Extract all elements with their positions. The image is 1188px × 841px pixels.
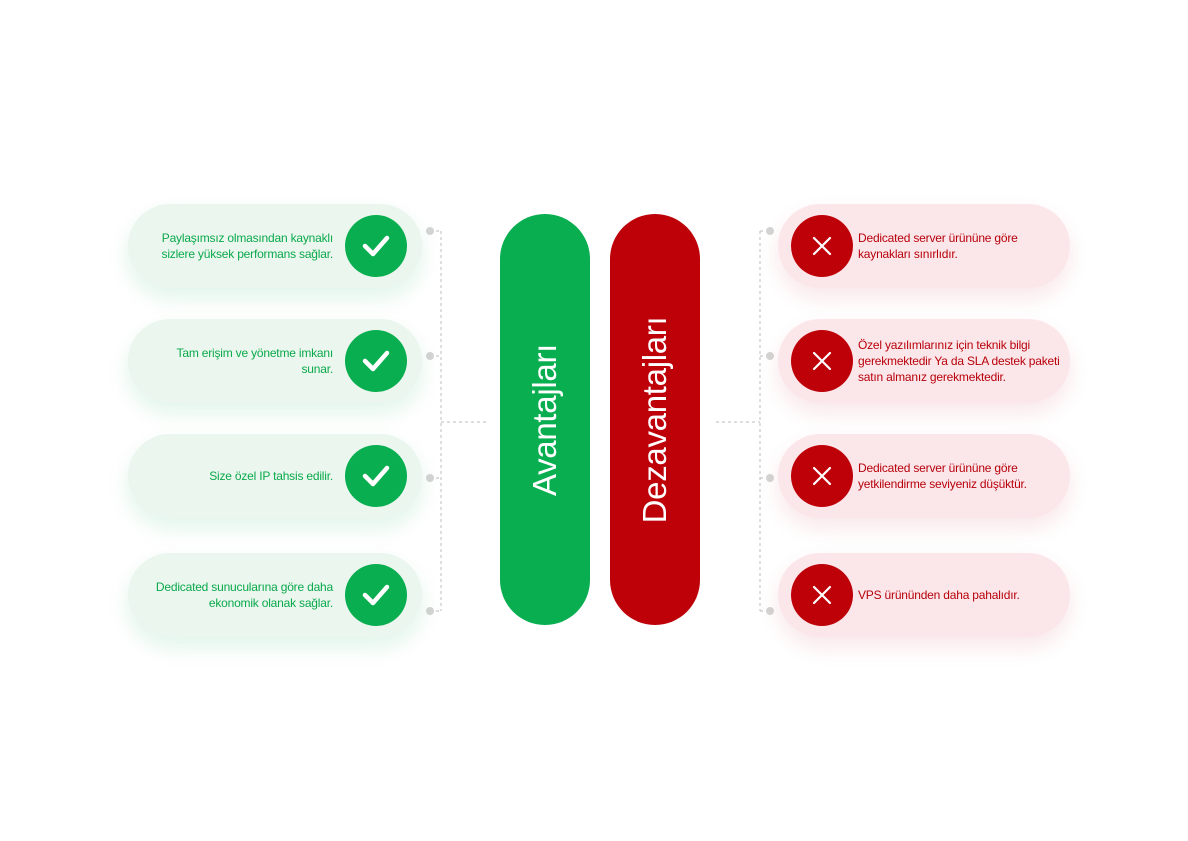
advantage-card: Size özel IP tahsis edilir.: [128, 434, 422, 518]
check-icon: [345, 445, 407, 507]
disadvantage-text: Dedicated server ürününe göre yetkilendi…: [858, 461, 1027, 491]
advantages-pill: Avantajları: [500, 214, 590, 625]
close-icon: [791, 330, 853, 392]
advantage-text: Paylaşımsız olmasından kaynaklı sizlere …: [161, 231, 334, 261]
check-icon: [345, 564, 407, 626]
disadvantages-title: Dezavantajları: [636, 316, 673, 523]
close-icon: [791, 445, 853, 507]
disadvantage-text: VPS ürününden daha pahalıdır.: [858, 588, 1020, 602]
disadvantage-text: Özel yazılımlarınız için teknik bilgi ge…: [858, 338, 1060, 384]
advantages-title: Avantajları: [526, 343, 563, 496]
disadvantage-text: Dedicated server ürününe göre kaynakları…: [858, 231, 1018, 261]
close-icon: [791, 215, 853, 277]
disadvantage-card: Dedicated server ürününe göre kaynakları…: [778, 204, 1070, 288]
advantage-text: Tam erişim ve yönetme imkanı sunar.: [176, 346, 334, 376]
advantage-text: Dedicated sunucularına göre daha ekonomi…: [155, 580, 333, 610]
disadvantage-card: Özel yazılımlarınız için teknik bilgi ge…: [778, 319, 1070, 403]
advantage-text: Size özel IP tahsis edilir.: [209, 469, 333, 483]
disadvantage-card: VPS ürününden daha pahalıdır.: [778, 553, 1070, 637]
check-icon: [345, 215, 407, 277]
advantage-card: Dedicated sunucularına göre daha ekonomi…: [128, 553, 422, 637]
advantage-card: Tam erişim ve yönetme imkanı sunar.: [128, 319, 422, 403]
advantage-card: Paylaşımsız olmasından kaynaklı sizlere …: [128, 204, 422, 288]
check-icon: [345, 330, 407, 392]
close-icon: [791, 564, 853, 626]
disadvantages-pill: Dezavantajları: [610, 214, 700, 625]
disadvantage-card: Dedicated server ürününe göre yetkilendi…: [778, 434, 1070, 518]
